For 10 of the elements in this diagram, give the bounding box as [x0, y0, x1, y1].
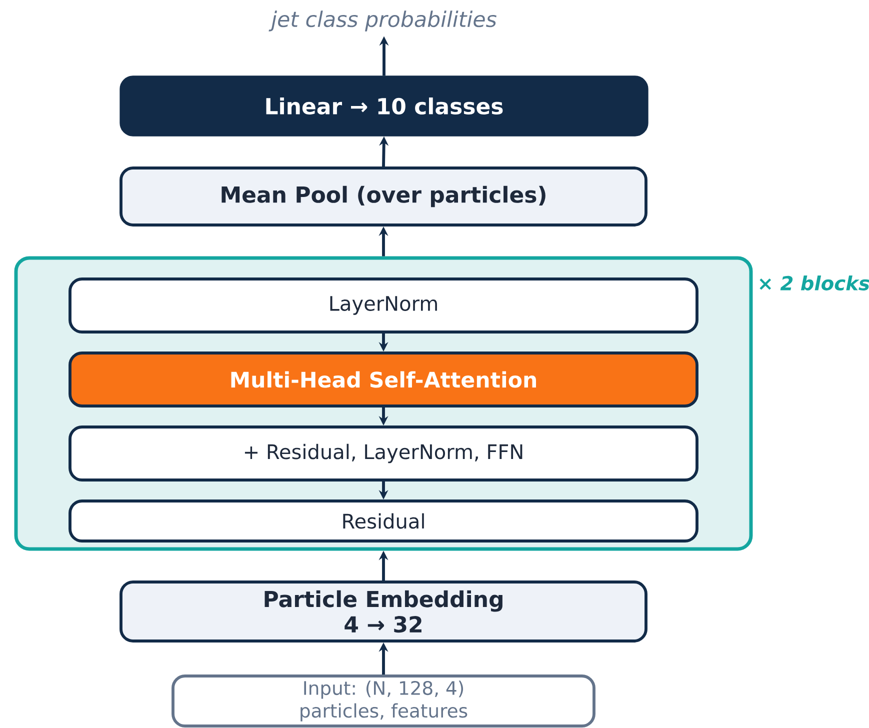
layer-box: Particle Embedding 4 → 32 [120, 580, 648, 642]
attention-box: Multi-Head Self-Attention [68, 352, 698, 408]
input-box: Input: (N, 128, 4) particles, features [172, 674, 596, 728]
layer-box: + Residual, LayerNorm, FFN [68, 426, 698, 482]
layer-box: LayerNorm [68, 278, 698, 334]
layer-box: Mean Pool (over particles) [120, 166, 648, 226]
repeat-label: × 2 blocks [760, 276, 869, 290]
layer-box: Residual [68, 500, 698, 542]
plain-text: jet class probabilities [268, 10, 496, 32]
layer-box: Linear → 10 classes [120, 76, 648, 136]
